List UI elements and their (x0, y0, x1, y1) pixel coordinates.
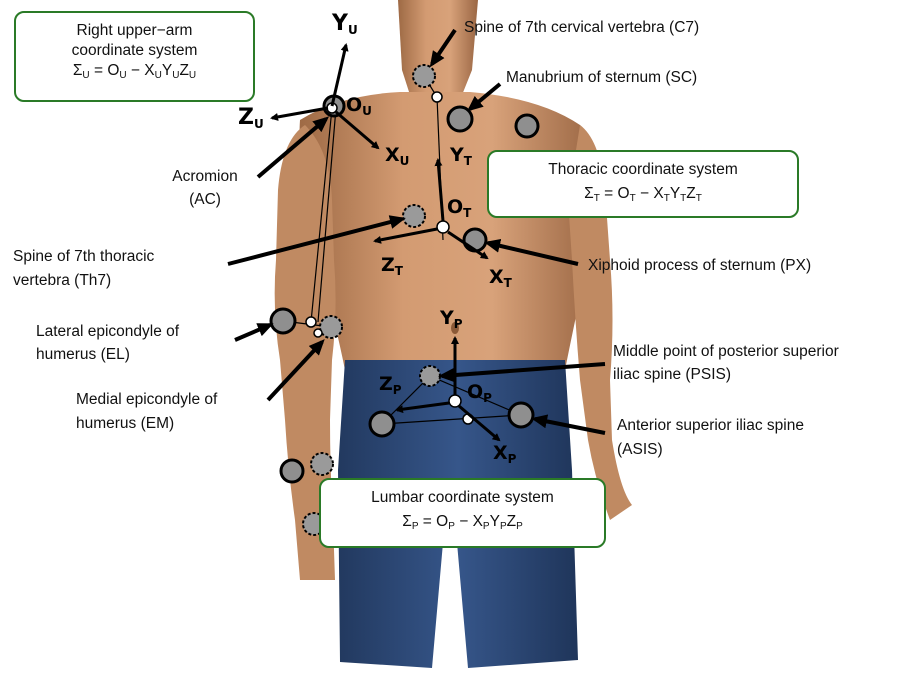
neck (398, 0, 478, 95)
upper-arm-box-line1: Right upper−arm (16, 21, 253, 41)
lumbar-box-equation: ΣP = OP − XPYPZP (321, 512, 604, 537)
upper-arm-box-line2: coordinate system (16, 41, 253, 61)
axis-label-xu: XU (385, 146, 409, 171)
label-th7-1: Spine of 7th thoracic (13, 246, 154, 267)
marker-el (271, 309, 295, 333)
label-asis-1: Anterior superior iliac spine (617, 415, 804, 436)
label-ac-1: Acromion (150, 166, 260, 187)
label-el-1: Lateral epicondyle of (36, 321, 179, 342)
axis-label-zu: ZU (238, 108, 264, 134)
label-sc: Manubrium of sternum (SC) (506, 67, 697, 88)
marker-px (464, 229, 486, 251)
label-el-2: humerus (EL) (36, 344, 130, 365)
label-ac-2: (AC) (150, 189, 260, 210)
upper-arm-box-equation: ΣU = OU − XUYUZU (16, 61, 253, 86)
label-em-1: Medial epicondyle of (76, 389, 217, 410)
label-th7-2: vertebra (Th7) (13, 270, 111, 291)
axis-label-yt: YT (450, 146, 472, 171)
axis-label-yu: YU (332, 14, 358, 40)
marker-asis-right (370, 412, 394, 436)
dot-el (306, 317, 316, 327)
axis-label-yp: YP (440, 309, 463, 334)
thoracic-box-line1: Thoracic coordinate system (489, 160, 797, 180)
leader-el (235, 325, 270, 340)
thoracic-coordinate-box: Thoracic coordinate system ΣT = OT − XTY… (487, 150, 799, 218)
marker-psis (420, 366, 440, 386)
thoracic-box-equation: ΣT = OT − XTYTZT (489, 184, 797, 209)
dot-em (314, 329, 322, 337)
marker-sc (448, 107, 472, 131)
label-c7: Spine of 7th cervical vertebra (C7) (464, 17, 699, 38)
marker-th7 (403, 205, 425, 227)
lumbar-box-line1: Lumbar coordinate system (321, 488, 604, 508)
axis-label-ou: OU (346, 96, 372, 121)
axis-label-zp: ZP (379, 375, 402, 400)
marker-asis-left (509, 403, 533, 427)
axis-label-zt: ZT (381, 256, 403, 281)
dot-c7-sc (432, 92, 442, 102)
marker-sc-left (516, 115, 538, 137)
label-psis-1: Middle point of posterior superior (613, 341, 839, 362)
marker-wrist (281, 460, 303, 482)
axis-label-xt: XT (489, 268, 512, 293)
axis-label-xp: XP (493, 444, 516, 469)
marker-em (320, 316, 342, 338)
label-em-2: humerus (EM) (76, 413, 174, 434)
axis-label-op: OP (467, 383, 492, 408)
label-px: Xiphoid process of sternum (PX) (588, 255, 811, 276)
upper-arm-coordinate-box: Right upper−arm coordinate system ΣU = O… (14, 11, 255, 102)
origin-p (449, 395, 461, 407)
label-psis-2: iliac spine (PSIS) (613, 364, 731, 385)
axis-label-ot: OT (447, 198, 471, 223)
marker-wrist-back (311, 453, 333, 475)
lumbar-coordinate-box: Lumbar coordinate system ΣP = OP − XPYPZ… (319, 478, 606, 548)
marker-c7 (413, 65, 435, 87)
label-asis-2: (ASIS) (617, 439, 663, 460)
